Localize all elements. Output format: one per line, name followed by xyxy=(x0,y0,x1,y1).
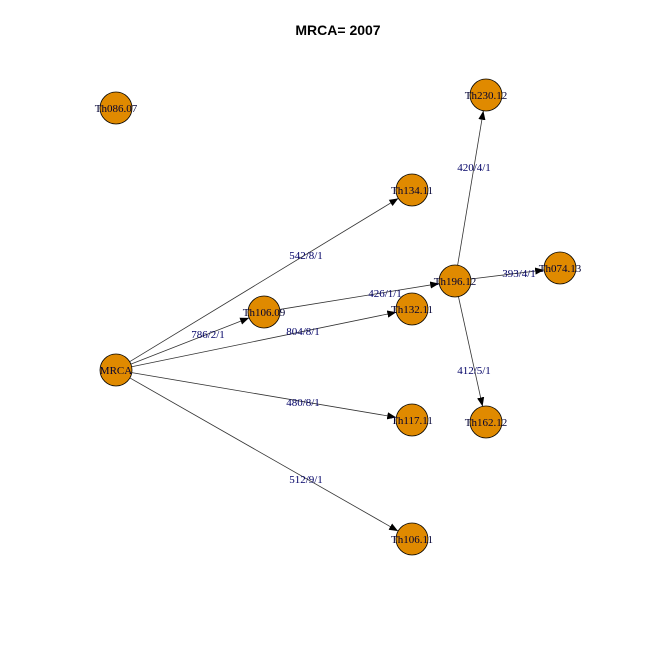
node-circle xyxy=(438,264,472,298)
node-label: Th106.09 xyxy=(243,307,286,319)
node-th134-11: Th134.11 xyxy=(391,173,433,207)
node-circle xyxy=(395,403,429,437)
node-circle xyxy=(543,251,577,285)
edge-th196-12-to-th230-12 xyxy=(457,110,486,266)
node-circle xyxy=(99,91,133,125)
node-label: Th106.11 xyxy=(391,534,433,546)
node-th132-11: Th132.11 xyxy=(391,292,433,326)
edge-label: 786/2/1 xyxy=(191,329,225,341)
edge-th196-12-to-th074-13 xyxy=(470,267,545,280)
node-label: Th132.11 xyxy=(391,304,433,316)
diagram-title: MRCA= 2007 xyxy=(295,22,380,38)
node-label: Th196.12 xyxy=(434,276,476,288)
edge-mrca-to-th106-09 xyxy=(130,317,250,365)
node-circle xyxy=(469,78,503,112)
node-th106-09: Th106.09 xyxy=(243,295,286,329)
edge-label: 426/1/1 xyxy=(368,288,402,300)
edge-label: 420/4/1 xyxy=(457,162,491,174)
node-circle xyxy=(395,173,429,207)
node-circle xyxy=(99,353,133,387)
node-th074-13: Th074.13 xyxy=(539,251,582,285)
node-label: Th117.11 xyxy=(391,415,433,427)
node-th117-11: Th117.11 xyxy=(391,403,433,437)
edge-layer xyxy=(129,110,545,532)
node-label: Th074.13 xyxy=(539,263,582,275)
edge-label: 512/9/1 xyxy=(289,474,323,486)
node-th230-12: Th230.12 xyxy=(465,78,507,112)
node-layer: Th086.07 Th230.12Th134.11Th074.13Th196.12… xyxy=(95,78,582,556)
node-circle xyxy=(247,295,281,329)
edge-mrca-to-th132-11 xyxy=(131,310,397,368)
node-th196-12: Th196.12 xyxy=(434,264,476,298)
node-label: Th162.12 xyxy=(465,417,507,429)
node-th106-11: Th106.11 xyxy=(391,522,433,556)
edge-th196-12-to-th162-12 xyxy=(458,296,485,407)
edge-mrca-to-th134-11 xyxy=(129,197,399,363)
node-label: Th134.11 xyxy=(391,185,433,197)
node-th162-12: Th162.12 xyxy=(465,405,507,439)
edge-th106-09-to-th196-12 xyxy=(279,281,440,310)
edge-label: 480/8/1 xyxy=(286,397,320,409)
node-circle xyxy=(395,522,429,556)
edge-mrca-to-th117-11 xyxy=(131,372,397,420)
node-label: Th230.12 xyxy=(465,90,507,102)
edge-label: 542/8/1 xyxy=(289,250,323,262)
node-label: Th086.07 xyxy=(95,103,138,115)
node-label: MRCA xyxy=(100,365,132,377)
edge-label: 804/8/1 xyxy=(286,326,320,338)
edge-label: 393/4/1 xyxy=(502,268,536,280)
node-th086-07: Th086.07 xyxy=(95,91,138,125)
edge-mrca-to-th106-11 xyxy=(129,377,399,532)
edge-label: 412/5/1 xyxy=(457,365,491,377)
edge-label-layer: 542/8/1 786/2/1 804/8/1 480/8/1 512/9/1 426/1… xyxy=(191,162,536,486)
node-circle xyxy=(395,292,429,326)
node-mrca: MRCA xyxy=(99,353,133,387)
node-circle xyxy=(469,405,503,439)
